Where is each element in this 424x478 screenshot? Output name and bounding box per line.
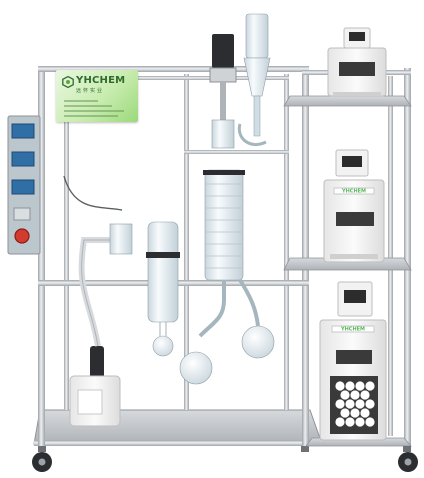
evaporator-column <box>179 34 275 385</box>
brand-fine-print <box>64 100 98 102</box>
frame-rail-top-back <box>64 76 289 80</box>
brand-fine-print <box>64 105 112 107</box>
brand-fine-print <box>64 110 124 112</box>
receiving-flask-1 <box>179 351 213 385</box>
frame-rail-top <box>38 66 309 72</box>
top-circulator <box>327 27 387 97</box>
middle-chiller-label: YHCHEM <box>341 189 366 195</box>
keypad <box>13 207 31 221</box>
control-panel <box>7 115 41 255</box>
receiving-flask-2 <box>241 325 275 359</box>
brand-logo-icon <box>62 76 74 88</box>
vacuum-pump <box>69 237 121 427</box>
frame-pole-inner-right <box>284 74 289 410</box>
caster-rack <box>398 446 418 472</box>
rack-pole-back <box>388 76 393 436</box>
chiller-vent-grille <box>335 381 375 427</box>
motor <box>212 34 234 68</box>
caster-left <box>32 446 52 472</box>
frame-pole-mid <box>184 74 189 410</box>
caster-right <box>301 446 309 452</box>
temperature-display-3 <box>11 179 35 195</box>
bottom-chiller-label: YHCHEM <box>340 327 365 333</box>
frame-rail-mid-upper <box>184 150 289 154</box>
frame-pole-left <box>38 66 45 446</box>
base-rail-front <box>34 440 324 446</box>
emergency-stop-button[interactable] <box>14 228 30 244</box>
middle-chiller <box>323 149 385 263</box>
brand-fine-print <box>64 115 118 117</box>
rack-shelf-top <box>283 95 412 107</box>
feed-funnel <box>237 13 271 147</box>
vacuum-hose <box>63 175 123 211</box>
brand-name-chinese: 远怀实业 <box>76 88 105 94</box>
brand-name: YHCHEM <box>76 75 126 86</box>
frame-pole-inner-left <box>64 74 69 410</box>
temperature-display-2 <box>11 151 35 167</box>
frame-pole-right <box>302 66 309 446</box>
rack-pole-front <box>404 68 411 446</box>
cold-trap <box>109 221 180 357</box>
brand-card: YHCHEM 远怀实业 <box>56 70 138 122</box>
temperature-display-1 <box>11 123 35 139</box>
bottom-chiller <box>319 281 387 441</box>
